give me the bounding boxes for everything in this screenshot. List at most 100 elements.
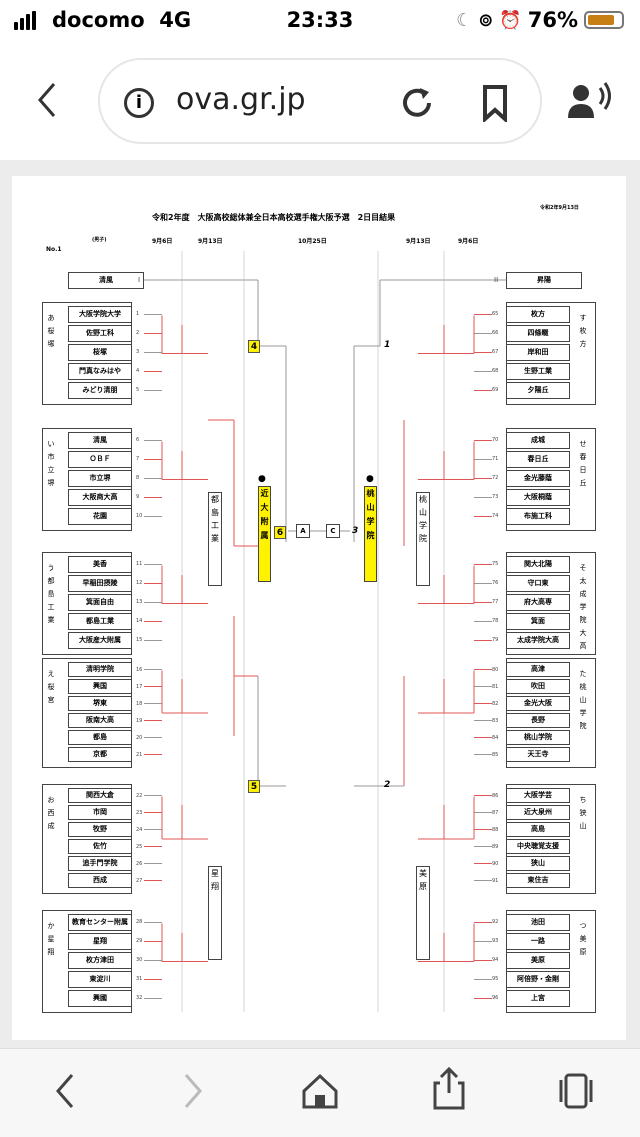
left-team-0-0: 大阪学院大学 (68, 306, 132, 323)
finalist-right: 桃山学院 (364, 486, 377, 582)
left-num-5-0: 28 (136, 919, 143, 925)
right-num-4-4: 90 (492, 861, 499, 867)
left-team-3-0: 清明学院 (68, 662, 132, 677)
right-team-3-4: 桃山学院 (506, 730, 570, 745)
left-team-3-5: 京都 (68, 747, 132, 762)
left-team-2-4: 大阪産大附属 (68, 632, 132, 649)
right-team-1-1: 春日丘 (506, 451, 570, 468)
left-top-seed: I (138, 276, 141, 284)
left-num-1-2: 8 (136, 475, 140, 481)
right-team-0-3: 生野工業 (506, 363, 570, 380)
left-team-3-4: 都島 (68, 730, 132, 745)
left-num-0-3: 4 (136, 368, 140, 374)
clock: 23:33 (286, 8, 354, 32)
left-group-label-5: か星翔 (47, 922, 55, 956)
right-team-5-4: 上宮 (506, 990, 570, 1007)
left-team-2-0: 美香 (68, 556, 132, 573)
info-icon[interactable]: i (124, 88, 154, 118)
right-top-team: 昇陽 (506, 272, 582, 289)
finalist-right-mark: ● (366, 474, 374, 484)
left-num-3-4: 20 (136, 735, 143, 741)
right-num-4-3: 89 (492, 844, 499, 850)
left-num-5-2: 30 (136, 957, 143, 963)
bracket-document: 令和2年度 大阪高校総体兼全日本高校選手権大阪予選 2日目結果 令和2年9月13… (12, 176, 626, 1040)
left-num-2-4: 15 (136, 637, 143, 643)
left-team-1-4: 花園 (68, 508, 132, 525)
voice-icon[interactable] (566, 80, 614, 120)
left-team-5-2: 枚方津田 (68, 952, 132, 969)
bookmark-icon[interactable] (480, 84, 510, 122)
right-top-seed: II (494, 276, 499, 284)
right-num-1-0: 70 (492, 437, 499, 443)
share-icon[interactable] (432, 1065, 466, 1111)
left-num-4-5: 27 (136, 878, 143, 884)
left-num-5-1: 29 (136, 938, 143, 944)
url-text[interactable]: ova.gr.jp (176, 82, 306, 117)
signal-icon (14, 11, 38, 30)
right-group-label-3: た桃山学院 (579, 670, 587, 730)
left-team-1-1: ＯＢＦ (68, 451, 132, 468)
right-num-0-1: 66 (492, 330, 499, 336)
right-team-5-0: 池田 (506, 914, 570, 931)
bracket-lines (144, 251, 506, 1012)
left-num-1-1: 7 (136, 456, 140, 462)
back-icon[interactable] (52, 1071, 78, 1111)
right-num-1-3: 73 (492, 494, 499, 500)
right-team-0-2: 岸和田 (506, 344, 570, 361)
right-team-1-3: 大阪桐蔭 (506, 489, 570, 506)
right-team-2-0: 関大北陽 (506, 556, 570, 573)
left-team-0-3: 門真なみはや (68, 363, 132, 380)
right-num-5-3: 95 (492, 976, 499, 982)
left-team-5-3: 東淀川 (68, 971, 132, 988)
right-num-3-2: 82 (492, 701, 499, 707)
right-team-5-2: 美原 (506, 952, 570, 969)
right-num-4-5: 91 (492, 878, 499, 884)
status-bar: docomo 4G 23:33 ☾ ⊚ ⏰ 76% (0, 0, 640, 40)
browser-toolbar: i ova.gr.jp (0, 44, 640, 154)
carrier-label: docomo 4G (52, 8, 192, 32)
right-team-2-3: 箕面 (506, 613, 570, 630)
right-group-label-0: す枚方 (579, 314, 587, 348)
finalist-left: 近大附属 (258, 486, 271, 582)
left-team-4-2: 牧野 (68, 822, 132, 837)
right-team-3-2: 金光大阪 (506, 696, 570, 711)
back-chevron-icon[interactable] (36, 80, 58, 120)
date-final: 10月25日 (298, 238, 327, 245)
right-team-4-5: 東住吉 (506, 873, 570, 888)
right-team-4-1: 近大泉州 (506, 805, 570, 820)
right-team-3-5: 天王寺 (506, 747, 570, 762)
semifinal-right-bottom: 2 (384, 780, 391, 790)
left-num-1-0: 6 (136, 437, 140, 443)
doc-date: 令和2年9月13日 (540, 205, 579, 211)
left-num-4-3: 25 (136, 844, 143, 850)
page-content[interactable]: 令和2年度 大阪高校総体兼全日本高校選手権大阪予選 2日目結果 令和2年9月13… (0, 160, 640, 1048)
left-num-2-2: 13 (136, 599, 143, 605)
left-group-label-3: え桜宮 (47, 670, 55, 704)
address-bar[interactable]: i ova.gr.jp (98, 58, 542, 144)
left-team-2-1: 早稲田摂陵 (68, 575, 132, 592)
right-num-3-3: 83 (492, 718, 499, 724)
left-team-3-2: 堺東 (68, 696, 132, 711)
right-num-5-1: 93 (492, 938, 499, 944)
reload-icon[interactable] (398, 84, 436, 122)
left-team-5-4: 興國 (68, 990, 132, 1007)
semifinal-right-top: 1 (384, 340, 391, 350)
left-num-2-1: 12 (136, 580, 143, 586)
right-num-0-4: 69 (492, 387, 499, 393)
left-top-team: 清風 (68, 272, 144, 289)
left-team-4-1: 市岡 (68, 805, 132, 820)
left-num-4-2: 24 (136, 827, 143, 833)
date-right-2: 9月6日 (458, 238, 479, 245)
right-team-0-4: 夕陽丘 (506, 382, 570, 399)
left-team-0-1: 佐野工科 (68, 325, 132, 342)
date-left-2: 9月13日 (198, 238, 223, 245)
right-num-1-4: 74 (492, 513, 499, 519)
final-box-c: C (326, 524, 340, 538)
tabs-icon[interactable] (556, 1071, 596, 1111)
home-icon[interactable] (300, 1071, 340, 1111)
forward-icon[interactable] (180, 1071, 206, 1111)
left-num-1-3: 9 (136, 494, 140, 500)
right-num-4-0: 86 (492, 793, 499, 799)
right-num-5-2: 94 (492, 957, 499, 963)
left-num-3-3: 19 (136, 718, 143, 724)
